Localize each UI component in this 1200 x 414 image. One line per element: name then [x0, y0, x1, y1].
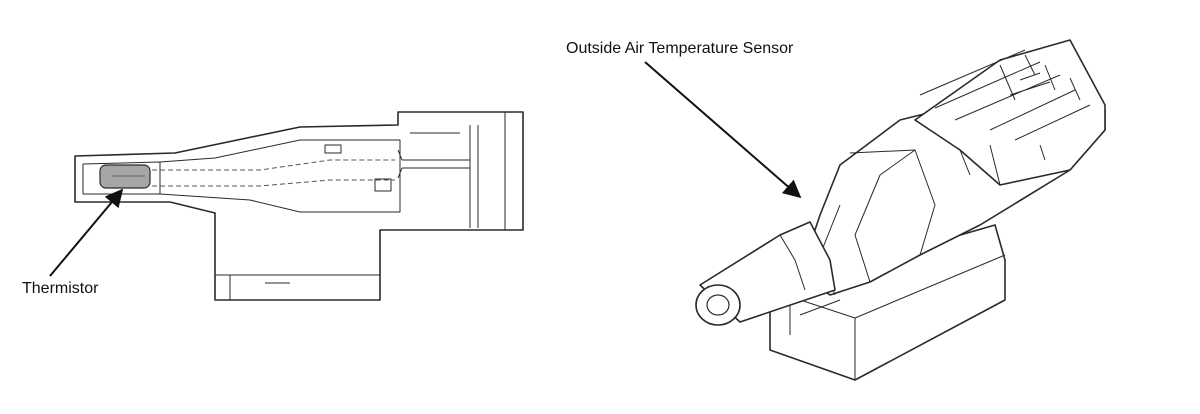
cross-section-outline: [74, 111, 524, 301]
connector-ribs: [919, 49, 1091, 141]
sensor-isometric: [695, 39, 1106, 381]
mounting-bracket: [215, 274, 380, 300]
connector-lock: [397, 112, 506, 230]
connector-latch: [959, 144, 1046, 186]
base-block-edges: [769, 254, 1006, 380]
sensor-tip-inner: [706, 294, 730, 316]
internal-wire-lead: [152, 159, 395, 187]
outside-air-temperature-sensor-label: Outside Air Temperature Sensor: [566, 40, 794, 57]
base-block: [769, 224, 1006, 381]
sensor-cross-section: [74, 111, 524, 301]
junction-block: [374, 178, 392, 192]
thermistor-label: Thermistor: [22, 280, 99, 297]
oat-sensor-leader-arrow: [644, 61, 802, 199]
connector-housing: [399, 125, 479, 228]
junction-tab: [324, 144, 342, 154]
thermistor-leader-arrow: [49, 188, 124, 277]
nose-segment: [779, 234, 806, 291]
terminal-pin: [397, 149, 470, 179]
